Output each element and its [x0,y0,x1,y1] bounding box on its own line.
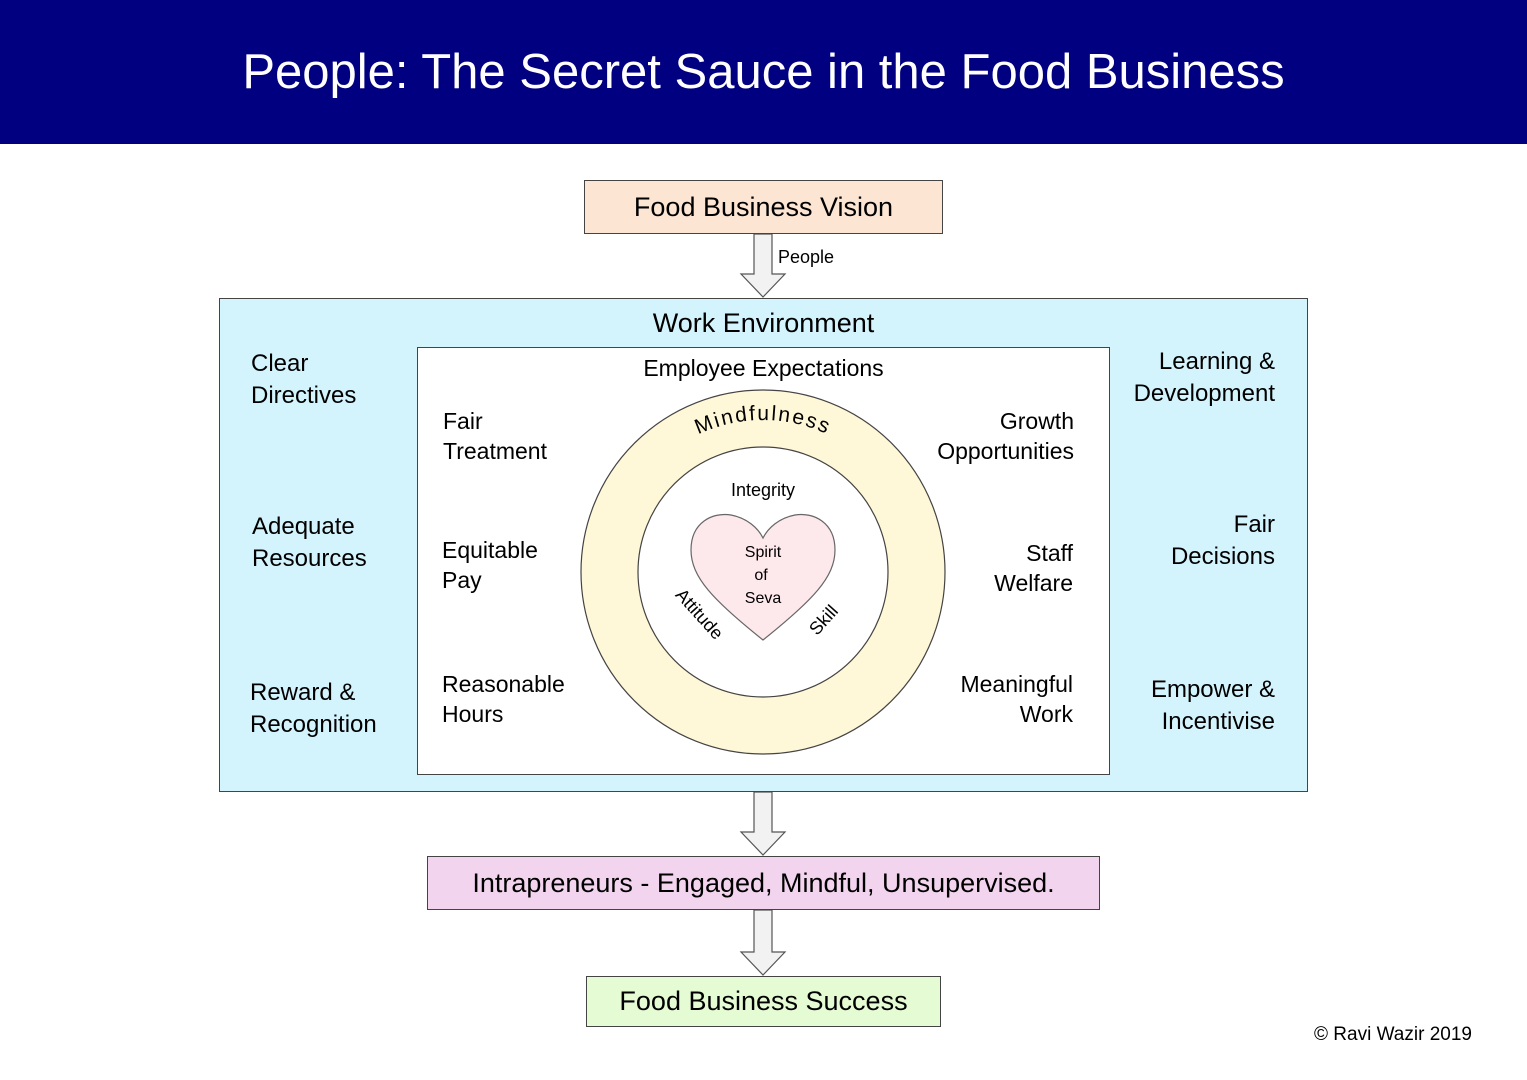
work-env-item-learning-development: Learning & Development [1133,348,1275,407]
vision-box: Food Business Vision [584,180,943,234]
core-values-diagram: Mindfulness Integrity Spirit of Seva Att… [580,389,946,755]
work-env-item-empower-incentivise: Empower & Incentivise [1150,676,1275,735]
expectation-item-growth-opportunities: Growth Opportunities [937,408,1074,464]
arrow-down-icon [739,792,787,856]
page-title: People: The Secret Sauce in the Food Bus… [242,45,1285,99]
work-env-item-adequate-resources: Adequate Resources [252,513,367,572]
arrow-down-icon [739,234,787,298]
work-environment-title: Work Environment [652,308,875,338]
copyright-notice: © Ravi Wazir 2019 [1314,1024,1472,1045]
expectation-item-reasonable-hours: Reasonable Hours [442,671,565,727]
arrow-down-icon [739,910,787,976]
heart-icon [690,513,836,641]
expectation-item-fair-treatment: Fair Treatment [443,408,547,464]
heart-line-spirit: Spirit [745,544,782,561]
heart-line-seva: Seva [745,590,782,607]
expectation-item-equitable-pay: Equitable Pay [442,537,538,593]
intrapreneurs-label: Intrapreneurs - Engaged, Mindful, Unsupe… [472,867,1055,898]
work-env-item-clear-directives: Clear Directives [251,350,357,409]
header-banner: People: The Secret Sauce in the Food Bus… [0,0,1527,144]
vision-label: Food Business Vision [633,191,894,222]
heart-line-of: of [754,567,768,584]
work-env-item-reward-recognition: Reward & Recognition [250,679,377,738]
success-label: Food Business Success [619,986,908,1016]
employee-expectations-title: Employee Expectations [643,355,884,381]
expectation-item-meaningful-work: Meaningful Work [960,671,1073,727]
arrow-label-people: People [778,247,835,267]
work-env-item-fair-decisions: Fair Decisions [1170,511,1275,570]
expectation-item-staff-welfare: Staff Welfare [994,540,1073,596]
integrity-label: Integrity [731,480,795,500]
success-box: Food Business Success [586,976,941,1027]
intrapreneurs-box: Intrapreneurs - Engaged, Mindful, Unsupe… [427,856,1100,910]
